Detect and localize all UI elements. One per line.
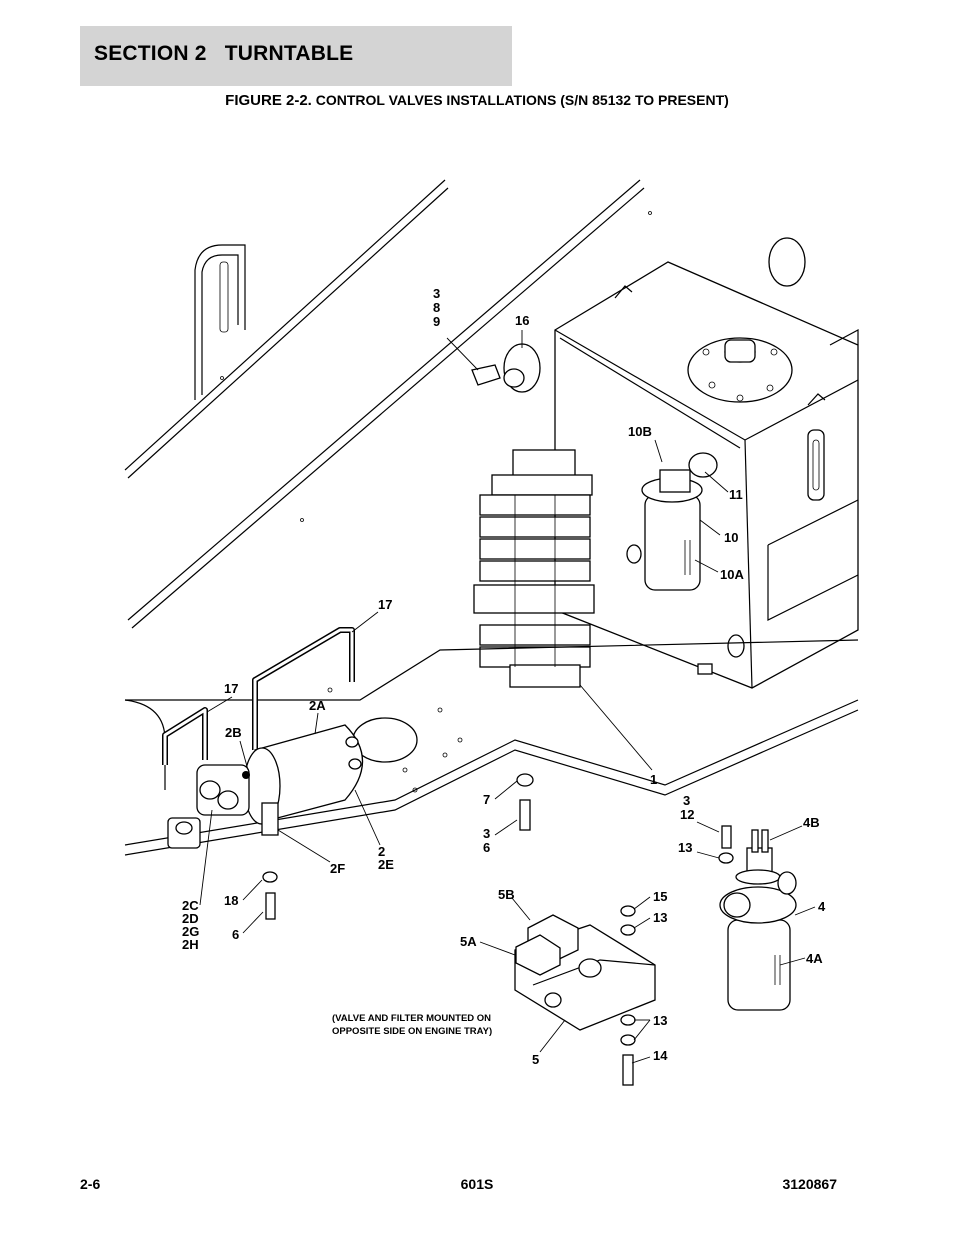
callout-2d: 2D	[182, 911, 199, 926]
callout-15: 15	[653, 889, 667, 904]
figure-number: FIGURE 2-2.	[225, 92, 312, 109]
callout-5: 5	[532, 1052, 539, 1067]
section-header: SECTION 2 TURNTABLE	[80, 26, 512, 86]
callout-2: 2	[378, 844, 385, 859]
hydraulic-hoses	[162, 627, 355, 765]
callout-11: 11	[729, 487, 743, 502]
note-line-2: OPPOSITE SIDE ON ENGINE TRAY)	[332, 1026, 492, 1037]
callout-7: 7	[483, 792, 490, 807]
figure-caption: CONTROL VALVES INSTALLATIONS (S/N 85132 …	[315, 92, 729, 108]
callout-10b: 10B	[628, 424, 652, 439]
leader-lines	[199, 330, 816, 1064]
section-title: SECTION 2 TURNTABLE	[94, 42, 354, 65]
callout-13-upper: 13	[653, 910, 667, 925]
motor-pump	[196, 724, 364, 836]
callout-18: 18	[224, 893, 238, 908]
callout-labels: 3 8 9 16 10B 11 10 10A 17 17 2A 2B 1 7 3…	[182, 286, 826, 1067]
callout-10: 10	[724, 530, 738, 545]
pressure-filter	[719, 829, 797, 1011]
callout-4b: 4B	[803, 815, 820, 830]
callout-2f: 2F	[330, 861, 345, 876]
return-filter	[626, 452, 718, 591]
callout-3-bolt: 3	[483, 826, 490, 841]
callout-2a: 2A	[309, 698, 326, 713]
callout-9: 9	[433, 314, 440, 329]
callout-4: 4	[818, 899, 826, 914]
callout-17-upper: 17	[378, 597, 392, 612]
engine-tray	[124, 639, 859, 856]
turntable-frame	[124, 179, 806, 629]
callout-10a: 10A	[720, 567, 744, 582]
callout-8: 8	[433, 300, 440, 315]
callout-3-filter: 3	[683, 793, 690, 808]
callout-14: 14	[653, 1048, 668, 1063]
callout-2b: 2B	[225, 725, 242, 740]
callout-12: 12	[680, 807, 694, 822]
hardware	[262, 343, 734, 1086]
mounting-note: (VALVE AND FILTER MOUNTED ON OPPOSITE SI…	[332, 1013, 492, 1037]
callout-1: 1	[650, 772, 657, 787]
note-line-1: (VALVE AND FILTER MOUNTED ON	[332, 1013, 491, 1024]
callout-17-lower: 17	[224, 681, 238, 696]
control-valve-bank	[473, 449, 595, 688]
page-number: 2-6	[80, 1176, 101, 1192]
callout-6-bolt: 6	[483, 840, 490, 855]
manifold-block	[514, 914, 656, 1031]
callout-16: 16	[515, 313, 529, 328]
callout-5b: 5B	[498, 887, 515, 902]
callout-2c: 2C	[182, 898, 199, 913]
callout-5a: 5A	[460, 934, 477, 949]
manual-number: 3120867	[782, 1176, 837, 1192]
callout-13-filter: 13	[678, 840, 692, 855]
callout-2e: 2E	[378, 857, 394, 872]
callout-4a: 4A	[806, 951, 823, 966]
figure-title: FIGURE 2-2. CONTROL VALVES INSTALLATIONS…	[0, 92, 954, 109]
callout-2h: 2H	[182, 937, 199, 952]
callout-13-lower: 13	[653, 1013, 667, 1028]
model-number: 601S	[460, 1176, 494, 1192]
callout-6: 6	[232, 927, 239, 942]
callout-3: 3	[433, 286, 440, 301]
callout-2g: 2G	[182, 924, 199, 939]
